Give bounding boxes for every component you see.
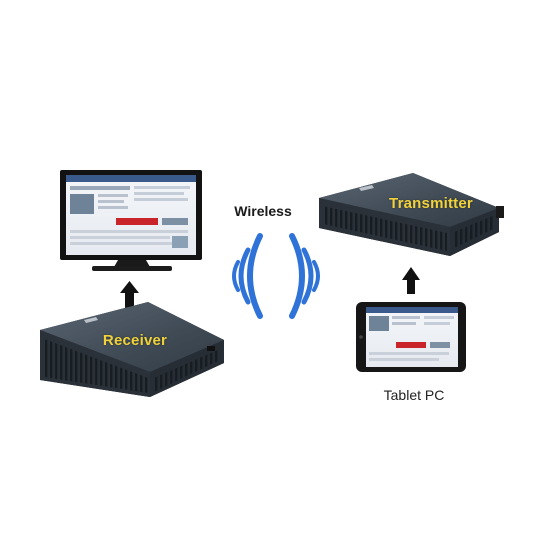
arrow-up-icon [120,281,139,309]
wave-left-outer [247,233,263,319]
wave-right-middle [301,247,314,305]
wireless-label: Wireless [234,203,292,219]
receiver-label: Receiver [102,332,168,349]
wave-right-inner [312,260,320,292]
wireless-signal-icon [232,233,320,319]
transmitter-label: Transmitter [389,195,473,212]
wave-left-middle [238,247,251,305]
wave-right-outer [289,233,305,319]
tablet-pc-label: Tablet PC [383,387,445,403]
receiver-device [40,302,224,397]
monitor-icon [60,170,202,271]
wave-left-inner [232,260,240,292]
transmitter-device [319,173,504,256]
tablet-icon [356,302,466,372]
arrow-up-icon [402,267,420,294]
